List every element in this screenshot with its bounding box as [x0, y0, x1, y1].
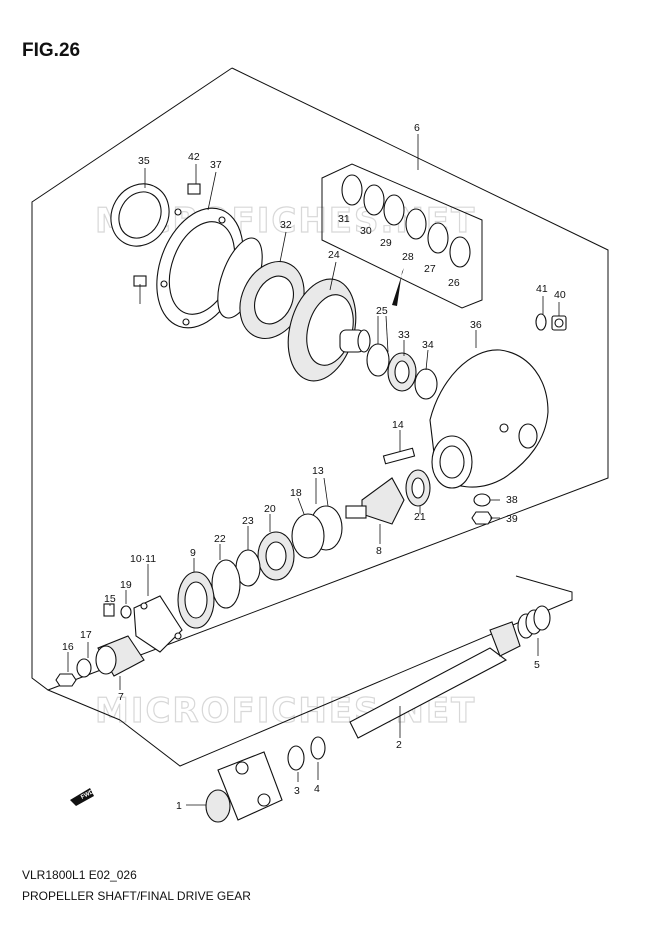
callout-30: 31 — [338, 213, 350, 225]
retainer-plate-10-11 — [133, 595, 183, 653]
frame-tail — [47, 689, 121, 721]
figure-title: FIG.26 — [22, 40, 81, 61]
callout-37: 38 — [506, 494, 518, 506]
final-gear-case-35 — [429, 349, 549, 489]
washer-18 — [120, 605, 132, 619]
callout-33: 34 — [422, 339, 434, 351]
callout-15: 16 — [62, 641, 74, 653]
nut-38 — [471, 511, 493, 525]
callout-4: 4 — [314, 783, 320, 795]
circlip-21 — [211, 559, 241, 609]
propeller-shaft-frame — [119, 575, 573, 767]
callout-22: 23 — [242, 515, 254, 527]
callout-19: 20 — [264, 503, 276, 515]
callout-6: 6 — [414, 122, 420, 134]
callout-40: 41 — [536, 283, 548, 295]
bearing-31 — [239, 261, 305, 339]
callout-36: 37 — [210, 159, 222, 171]
shim-pointer-arrow — [392, 268, 404, 306]
shim-set-frame — [321, 163, 483, 309]
callout-39: 40 — [554, 289, 566, 301]
propeller-shaft-2 — [349, 621, 521, 739]
callout-41: 42 — [188, 151, 200, 163]
callout-26: 27 — [424, 263, 436, 275]
nut-15 — [55, 673, 77, 687]
callout-34: 35 — [138, 155, 150, 167]
callout-2: 2 — [396, 739, 402, 751]
callout-20: 21 — [414, 511, 426, 523]
callout-18: 19 — [120, 579, 132, 591]
callout-35: 36 — [470, 319, 482, 331]
washer-16 — [76, 658, 92, 678]
callout-16: 17 — [80, 629, 92, 641]
callout-32: 33 — [398, 329, 410, 341]
callout-1: 1 — [176, 800, 182, 812]
callout-23: 24 — [328, 249, 340, 261]
callout-13: 14 — [392, 419, 404, 431]
universal-joint-1 — [205, 751, 283, 823]
pinion-gear-8 — [345, 477, 405, 525]
ring-gear-23 — [287, 278, 371, 382]
callout-25: 26 — [448, 277, 460, 289]
callout-38: 39 — [506, 513, 518, 525]
drawing-caption: PROPELLER SHAFT/FINAL DRIVE GEAR — [22, 889, 251, 903]
callout-8: 8 — [376, 545, 382, 557]
callout-3: 3 — [294, 785, 300, 797]
callout-24: 25 — [376, 305, 388, 317]
bearing-19 — [257, 531, 295, 581]
callout-28: 29 — [380, 237, 392, 249]
shim-rings — [341, 174, 471, 268]
callout-31: 32 — [280, 219, 292, 231]
seal-33 — [414, 368, 438, 400]
callout-7: 7 — [118, 691, 124, 703]
callout-17: 18 — [290, 487, 302, 499]
oil-seal-34 — [110, 183, 170, 247]
callout-12: 13 — [312, 465, 324, 477]
oil-seal-3 — [287, 745, 305, 771]
circlip-4 — [310, 736, 326, 760]
bearing-20 — [405, 469, 431, 507]
bearing-32 — [387, 352, 417, 392]
forward-direction-arrow: FWD — [70, 788, 96, 806]
gasket-40 — [535, 313, 547, 331]
plug-39 — [551, 315, 567, 331]
leader-lines — [67, 134, 560, 806]
callout-14: 15 — [104, 593, 116, 605]
spring-5 — [517, 605, 551, 639]
bolt-14 — [103, 603, 115, 617]
shim-17 — [291, 513, 325, 559]
callout-9: 9 — [190, 547, 196, 559]
bolt-41 — [187, 183, 201, 195]
bearing-housing-9 — [177, 571, 215, 629]
washer-37 — [473, 493, 491, 507]
stud-13 — [382, 447, 416, 465]
drawing-code: VLR1800L1 E02_026 — [22, 868, 137, 882]
callout-29: 30 — [360, 225, 372, 237]
coupling-7 — [95, 635, 145, 677]
callout-labels: 6 35 42 37 32 24 31 30 29 28 27 26 25 33… — [62, 122, 566, 812]
spacer-24 — [366, 343, 390, 377]
callout-10-11: 10·11 — [130, 553, 156, 565]
callout-27: 28 — [402, 251, 414, 263]
callout-5: 5 — [534, 659, 540, 671]
callout-21: 22 — [214, 533, 226, 545]
